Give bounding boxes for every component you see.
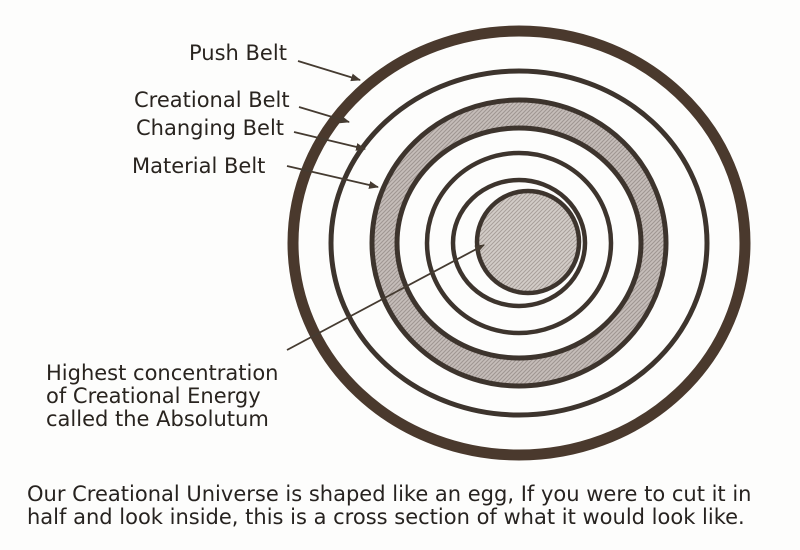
figure-caption-line1: Our Creational Universe is shaped like a… — [27, 482, 752, 506]
absolutum-arrow — [286, 244, 485, 351]
absolutum-label-line1: Highest concentration — [46, 361, 279, 385]
material-belt-inner-edge-ring — [394, 125, 644, 361]
creational-belt-arrow — [298, 106, 350, 124]
inner-ring-fourth — [424, 150, 614, 336]
absolutum-core — [474, 188, 582, 296]
absolutum-label-line3: called the Absolutum — [46, 407, 269, 431]
push-belt-label: Push Belt — [189, 41, 287, 65]
figure-caption: Our Creational Universe is shaped like a… — [27, 483, 752, 529]
material-belt-outer-edge-ring — [369, 97, 669, 389]
changing-belt-label: Changing Belt — [136, 116, 285, 140]
material-belt-arrow — [286, 165, 379, 189]
push-belt-arrow — [297, 60, 361, 82]
absolutum-label-line2: of Creational Energy — [46, 384, 261, 408]
push-belt-ring — [287, 25, 751, 461]
material-belt-band — [372, 101, 666, 385]
creational-belt-ring — [328, 68, 710, 418]
inner-ring-fifth — [450, 177, 588, 309]
changing-belt-arrow — [293, 131, 366, 151]
figure-caption-line2: half and look inside, this is a cross se… — [27, 505, 745, 529]
material-belt-label: Material Belt — [132, 154, 266, 178]
creational-belt-label: Creational Belt — [134, 88, 290, 112]
absolutum-label: Highest concentration of Creational Ener… — [46, 362, 278, 431]
